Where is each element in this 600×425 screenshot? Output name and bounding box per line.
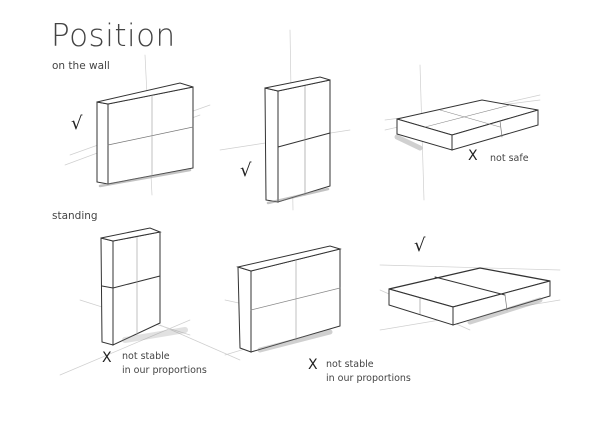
check-mark-icon: √ [414, 235, 426, 256]
note-line: in our proportions [326, 373, 411, 384]
note-line: not stable [122, 351, 170, 362]
sketch-standing-horizontal [236, 245, 342, 353]
check-mark-icon: √ [71, 113, 83, 134]
check-mark-icon: √ [240, 160, 252, 181]
note-line: not stable [326, 359, 374, 370]
page-title: Position [51, 18, 176, 54]
sketch-wall-horizontal [96, 82, 194, 188]
sketch-standing-vertical [100, 227, 188, 346]
note-line: in our proportions [122, 365, 207, 376]
section-label-wall: on the wall [52, 60, 110, 72]
cross-mark-icon: X [102, 350, 112, 366]
note-not-stable-1: not stable in our proportions [122, 350, 207, 378]
sketch-wall-shelf [394, 99, 539, 151]
section-label-standing: standing [52, 210, 98, 222]
note-not-stable-2: not stable in our proportions [326, 358, 411, 386]
sketch-standing-flat [388, 267, 551, 326]
sketch-wall-vertical [264, 76, 331, 205]
cross-mark-icon: X [468, 148, 478, 164]
note-not-safe: not safe [490, 153, 529, 164]
cross-mark-icon: X [308, 357, 318, 373]
